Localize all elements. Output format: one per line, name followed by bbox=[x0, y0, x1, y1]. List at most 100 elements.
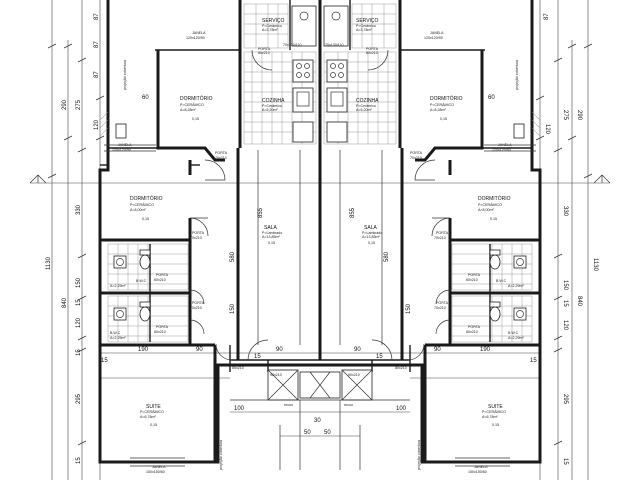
dim-150m-left: 150 bbox=[230, 303, 236, 314]
room-suite-left-piso: P=CERÂMICO bbox=[140, 410, 164, 414]
dim-120b-right: 120 bbox=[562, 320, 568, 331]
porta-bwc1-right-size: 60x210 bbox=[466, 278, 478, 282]
porta-ent-left: 80x210 bbox=[232, 366, 244, 370]
dim-15-bb: 15 bbox=[254, 354, 261, 360]
right-unit bbox=[320, 3, 541, 467]
porta-srv-left-size: 80x210 bbox=[258, 51, 270, 55]
room-bwc2-left: B.W.C bbox=[110, 331, 121, 335]
room-sala-left: SALA bbox=[264, 225, 277, 231]
note-area-left: recuo bbox=[284, 403, 293, 407]
outer-walls bbox=[98, 0, 542, 464]
room-suite-right-area: A=6,78m² bbox=[482, 415, 498, 419]
porta-dorm1-right-size: 70x210 bbox=[410, 156, 422, 160]
dim-100-left: 100 bbox=[234, 406, 245, 412]
room-cozinha-left-piso: P=Cerâmico bbox=[262, 104, 282, 108]
room-dorm1-right-area: A=8,28m² bbox=[430, 108, 446, 112]
porta-dorm1-left-size: 70x210 bbox=[215, 156, 227, 160]
porta-dorm1-right: PORTA bbox=[410, 151, 423, 155]
dim-1130-left: 1130 bbox=[46, 256, 52, 270]
dim-15c-right: 15 bbox=[562, 458, 568, 465]
room-bwc2-right: B.W.C bbox=[508, 331, 519, 335]
janela-bot-right-size: 150x150/60 bbox=[468, 470, 487, 474]
janela-mid-right: JANELA bbox=[498, 143, 512, 147]
room-servico-right: SERVIÇO bbox=[356, 18, 379, 24]
porta-frente-right: 90x210 bbox=[348, 373, 360, 377]
dim-87-a: 87 bbox=[94, 13, 100, 20]
dim-15-right: 15 bbox=[562, 300, 568, 307]
room-dorm2-right-piso: P=CERÂMICO bbox=[478, 203, 502, 207]
porta-sala-right: 70x130/110 bbox=[325, 43, 344, 47]
porta-frente-left: 90x210 bbox=[270, 373, 282, 377]
dim-60-right: 60 bbox=[488, 95, 495, 101]
dim-15-left: 15 bbox=[76, 299, 82, 306]
dim-290-right: 290 bbox=[576, 110, 582, 121]
dim-87-d: 87 bbox=[544, 13, 550, 20]
room-cozinha-right: COZINHA bbox=[356, 98, 379, 104]
dim-15-bd: 15 bbox=[530, 358, 537, 364]
dim-15b-left: 15 bbox=[76, 349, 82, 356]
dim-1130-right: 1130 bbox=[592, 258, 598, 272]
janela-top-left-size: 120x120/90 bbox=[186, 36, 205, 40]
dim-330-right: 330 bbox=[562, 206, 568, 217]
janela-top-left: JANELA bbox=[192, 31, 206, 35]
room-servico-right-area: A=3,78m² bbox=[356, 28, 372, 32]
porta-bwc1-right: PORTA bbox=[468, 273, 481, 277]
room-dorm1-left: DORMITÓRIO bbox=[180, 95, 213, 102]
porta-srv-right-size: 80x210 bbox=[366, 51, 378, 55]
dim-855-left: 855 bbox=[258, 207, 264, 218]
janela-top-right-size: 120x120/90 bbox=[424, 36, 443, 40]
porta-bwc1-left: PORTA bbox=[156, 273, 169, 277]
janela-bot-left-size: 150x150/60 bbox=[146, 470, 165, 474]
room-bwc2-right-area: A=2,29m² bbox=[508, 336, 524, 340]
room-suite-right-piso: P=CERÂMICO bbox=[482, 410, 506, 414]
dim-30: 30 bbox=[314, 418, 321, 424]
front-lines bbox=[230, 371, 410, 470]
room-dorm1-left-piso: P=CERÂMICO bbox=[180, 103, 204, 107]
room-dorm1-right: DORMITÓRIO bbox=[430, 95, 463, 102]
note-projecao-top-left: projeção cobertura bbox=[123, 60, 127, 90]
dim-90-b: 90 bbox=[276, 347, 283, 353]
room-dorm2-right: DORMITÓRIO bbox=[478, 195, 511, 202]
dim-60-left: 60 bbox=[142, 95, 149, 101]
room-servico-left-piso: P=Cerâmico bbox=[262, 24, 282, 28]
janela-mid-right-size: 120x120/90 bbox=[492, 148, 511, 152]
dim-275-right: 275 bbox=[562, 110, 568, 121]
room-suite-left: SUITE bbox=[146, 404, 161, 410]
room-suite-left-code: 0,15 bbox=[150, 423, 157, 427]
porta-ent-right: 80x210 bbox=[395, 366, 407, 370]
janela-top-right: JANELA bbox=[430, 31, 444, 35]
room-suite-right-code: 0,15 bbox=[492, 423, 499, 427]
dim-15c-left: 15 bbox=[76, 457, 82, 464]
dim-87-b: 87 bbox=[94, 41, 100, 48]
note-projecao-left: projeção cobertura bbox=[219, 440, 223, 470]
room-sala-right-area: A=13,85m² bbox=[362, 235, 380, 239]
room-dorm1-right-code: 0,15 bbox=[440, 117, 447, 121]
dim-295-left: 295 bbox=[76, 393, 82, 404]
porta-bwc1-left-size: 60x210 bbox=[154, 278, 166, 282]
room-dorm2-left-area: A=8,00m² bbox=[130, 208, 146, 212]
porta-bwc2-left-size: 60x210 bbox=[154, 330, 166, 334]
left-unit bbox=[99, 3, 320, 467]
room-suite-right: SUITE bbox=[488, 404, 503, 410]
porta-suite-right: PORTA bbox=[436, 301, 449, 305]
room-dorm2-left-piso: P=CERÂMICO bbox=[130, 203, 154, 207]
room-bwc2-left-area: A=2,29m² bbox=[110, 336, 126, 340]
room-dorm2-left: DORMITÓRIO bbox=[130, 195, 163, 202]
janela-mid-left: JANELA bbox=[118, 143, 132, 147]
room-sala-right-piso: P=Laminado bbox=[362, 231, 382, 235]
room-bwc1-right: B.W.C bbox=[496, 279, 507, 283]
note-projecao-right: projeção cobertura bbox=[417, 440, 421, 470]
room-sala-left-area: A=13,85m² bbox=[262, 235, 280, 239]
porta-bwc2-right-size: 60x210 bbox=[466, 330, 478, 334]
porta-dorm1-left: PORTA bbox=[215, 151, 228, 155]
dim-190-right: 190 bbox=[480, 347, 491, 353]
dim-120-left: 120 bbox=[94, 119, 100, 130]
dim-330-left: 330 bbox=[76, 204, 82, 215]
porta-dorm2-right-size: 70x210 bbox=[434, 236, 446, 240]
room-sala-left-code: 0,15 bbox=[268, 241, 275, 245]
room-cozinha-left-area: A=5,20m² bbox=[262, 108, 278, 112]
dim-275-left: 275 bbox=[76, 99, 82, 110]
porta-suite-left: PORTA bbox=[192, 301, 205, 305]
dim-90-c: 90 bbox=[354, 347, 361, 353]
